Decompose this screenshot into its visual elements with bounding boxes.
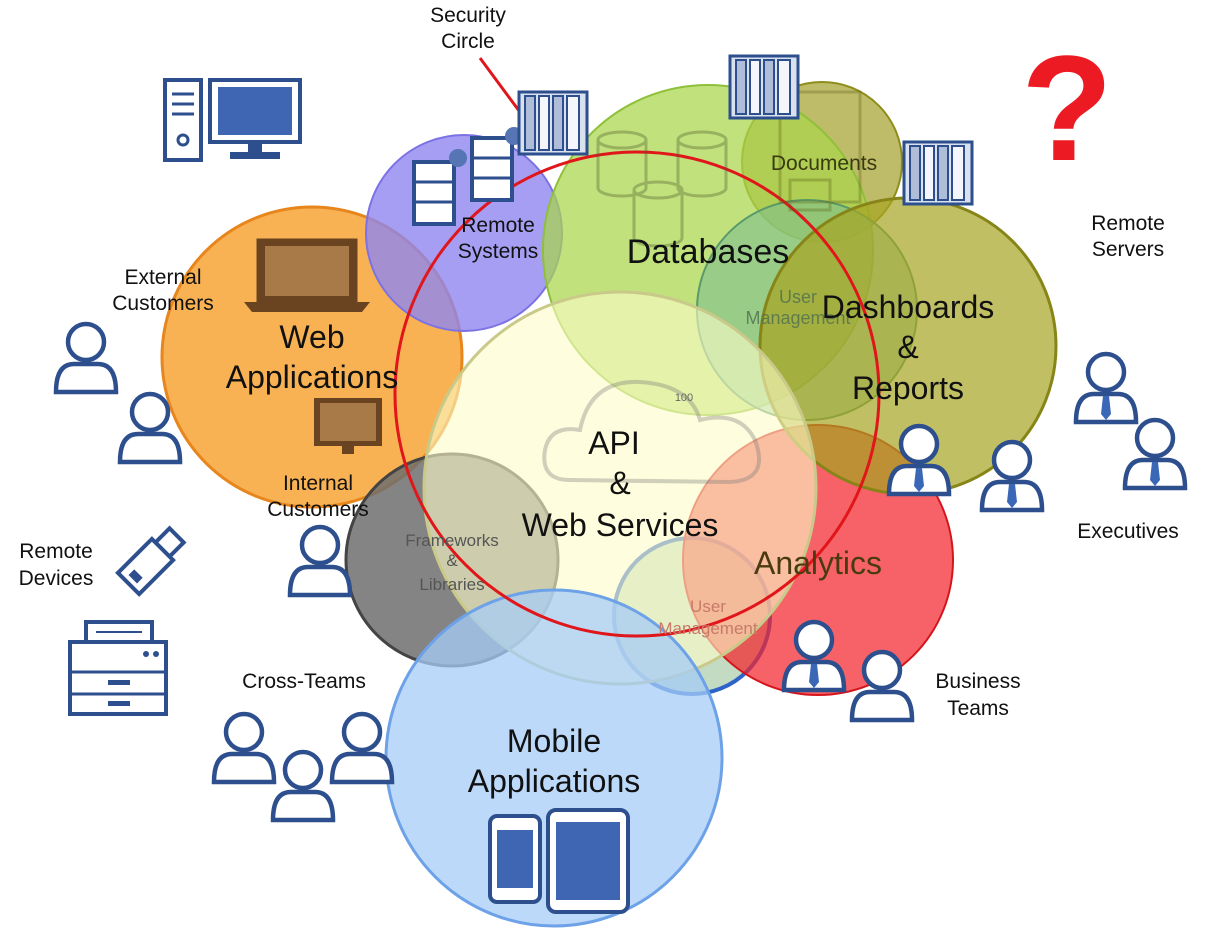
remote-devices-label: Remote — [19, 540, 93, 563]
cross-team-person-icon — [332, 714, 392, 782]
monitor-icon — [314, 398, 382, 454]
security-circle — [393, 150, 881, 638]
libraries-label: Libraries — [419, 575, 484, 594]
cross-team-person-icon — [214, 714, 274, 782]
user-management-bottom-label-line2: Management — [658, 619, 758, 638]
business-teams-label: Business — [935, 670, 1020, 693]
server-rack-icon — [728, 54, 800, 120]
web-applications-label-line2: Applications — [226, 359, 399, 395]
external-customers-label-line2: Customers — [112, 292, 214, 315]
mobile-label: Mobile — [507, 723, 601, 759]
mobile-applications-label: Applications — [468, 763, 641, 799]
user-management-top-label-line2: Management — [745, 308, 850, 328]
phone-icon — [488, 814, 542, 904]
document-icon — [778, 90, 862, 212]
security-circle-label: Security — [430, 4, 506, 27]
server-icon — [412, 127, 523, 226]
executives-label: Executives — [1077, 520, 1179, 543]
desktop-computer-icon — [163, 78, 302, 162]
executive-person-icon — [1076, 354, 1136, 422]
frameworks-ampersand: & — [446, 551, 458, 570]
api-label: API — [588, 425, 640, 461]
remote-servers-label: Remote — [1091, 212, 1165, 235]
tablet-icon — [546, 808, 630, 914]
frameworks-label: Frameworks — [405, 531, 499, 550]
web-services-label: Web Services — [522, 507, 719, 543]
analytics-label: Analytics — [754, 545, 882, 581]
server-rack-icon — [902, 140, 974, 206]
remote-systems-label: Remote — [461, 214, 535, 237]
internal-customer-person-icon — [290, 527, 350, 595]
external-customers-label: External — [124, 266, 201, 289]
remote-systems-label-line2: Systems — [458, 240, 539, 263]
web-applications-label: Web — [279, 319, 344, 355]
internal-customers-label-line2: Customers — [267, 498, 369, 521]
security-circle-label-line2: Circle — [441, 30, 495, 53]
cloud-value-label: 100 — [675, 392, 693, 404]
remote-devices-label-line2: Devices — [19, 567, 94, 590]
cloud-icon — [542, 379, 761, 485]
usb-drive-icon — [115, 525, 187, 597]
database-cylinders-icon — [596, 130, 728, 248]
server-rack-icon — [517, 90, 589, 156]
user-management-bottom-label: User — [690, 597, 726, 616]
executive-person-icon — [1125, 420, 1185, 488]
printer-icon — [68, 620, 168, 716]
laptop-icon — [244, 238, 370, 312]
databases-label: Databases — [627, 233, 790, 271]
question-mark: ? — [1021, 24, 1113, 192]
user-management-top-label: User — [779, 287, 817, 307]
cross-teams-label: Cross-Teams — [242, 670, 366, 693]
external-customer-person-icon — [56, 324, 116, 392]
documents-label: Documents — [771, 152, 877, 175]
reports-label: Reports — [852, 370, 964, 406]
api-ampersand: & — [609, 465, 630, 501]
dashboards-ampersand: & — [897, 329, 918, 365]
business-teams-label-line2: Teams — [947, 697, 1009, 720]
cross-team-person-icon — [273, 752, 333, 820]
remote-servers-label-line2: Servers — [1092, 238, 1164, 261]
dashboards-label: Dashboards — [822, 289, 995, 325]
internal-customers-label: Internal — [283, 472, 353, 495]
